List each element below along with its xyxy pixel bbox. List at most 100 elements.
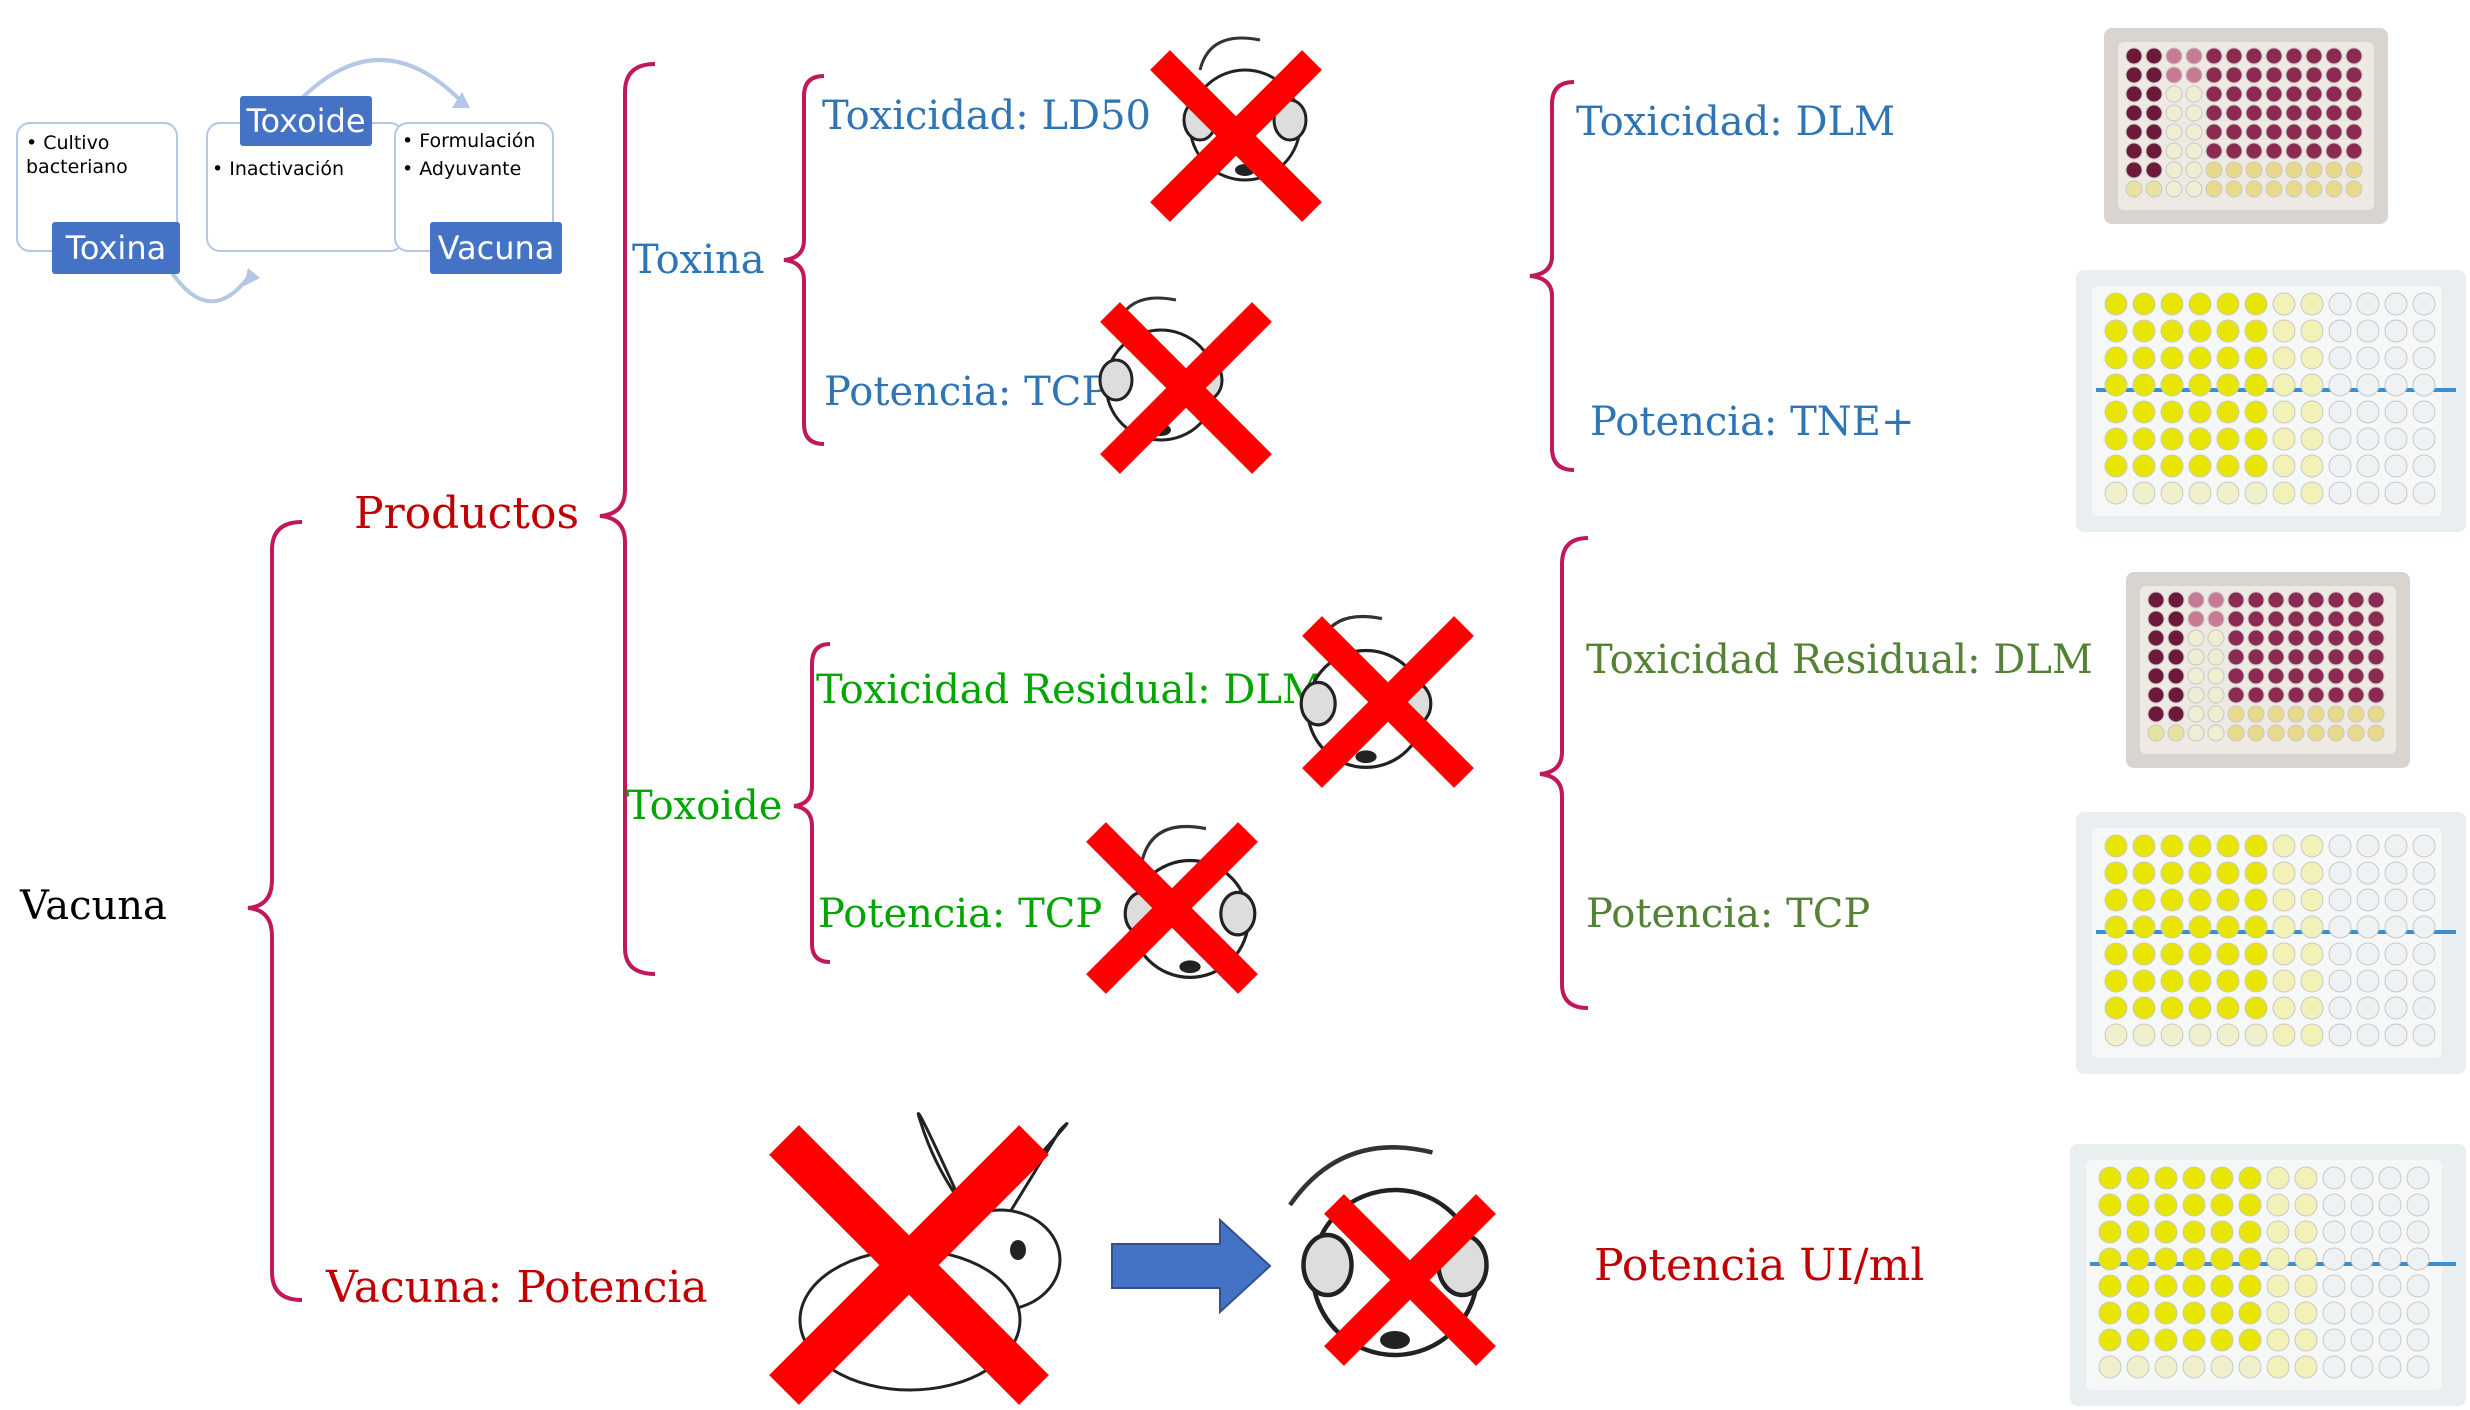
plate-well [2187,724,2205,742]
plate-well [2167,667,2185,685]
plate-well [2182,1247,2206,1271]
plate-well [2244,969,2268,993]
plate-well [2350,1301,2374,1325]
plate-well [2325,142,2343,160]
plate-well [2300,942,2324,966]
plate-well [2322,1301,2346,1325]
plate-well [2244,346,2268,370]
plate-well [2132,319,2156,343]
plate-well [2207,610,2225,628]
plate-well [2147,705,2165,723]
plate-well [2125,47,2143,65]
plate-well [2187,610,2205,628]
plate-well [2384,292,2408,316]
plate-well [2182,1193,2206,1217]
plate-well [2210,1301,2234,1325]
plate-well [2132,292,2156,316]
plate-well [2182,1355,2206,1379]
plate-well [2188,346,2212,370]
plate-well [2185,47,2203,65]
plate-well [2384,427,2408,451]
plate-well [2406,1220,2430,1244]
plate-well [2384,481,2408,505]
plate-well [2245,104,2263,122]
plate-well [2406,1274,2430,1298]
plate-well [2154,1355,2178,1379]
plate-well [2272,319,2296,343]
plate-well [2322,1274,2346,1298]
plate-well [2305,123,2323,141]
plate-well [2267,648,2285,666]
plate-well [2160,292,2184,316]
plate-well [2412,888,2436,912]
plate-well [2238,1328,2262,1352]
plate-well [2285,180,2303,198]
plate-well [2147,686,2165,704]
plate-well [2132,942,2156,966]
plate-well [2216,834,2240,858]
plate-well [2227,686,2245,704]
plate-well [2188,454,2212,478]
toxoide-step-bullet-1: • Inactivación [212,158,344,180]
plate-well [2104,969,2128,993]
plate-well [2272,834,2296,858]
plate-well [2145,123,2163,141]
plate-well [2325,104,2343,122]
plate-well [2216,292,2240,316]
plate-well [2167,629,2185,647]
right-arrow-icon [1111,1217,1272,1315]
plate-well [2384,454,2408,478]
plate-well [2126,1301,2150,1325]
plate-well [2272,292,2296,316]
plate-well [2300,400,2324,424]
plate-well [2227,705,2245,723]
plate-well [2307,705,2325,723]
elisa-plate-image [2104,28,2388,224]
plate-well [2205,123,2223,141]
vacuna-alt-potencia: Potencia UI/ml [1594,1240,1925,1291]
plate-well [2325,85,2343,103]
plate-well [2104,292,2128,316]
plate-well [2328,915,2352,939]
plate-well [2367,724,2385,742]
plate-well [2356,861,2380,885]
root-label: Vacuna [20,883,167,929]
plate-well [2125,104,2143,122]
plate-well [2267,629,2285,647]
plate-well [2345,47,2363,65]
plate-well [2285,161,2303,179]
plate-well [2265,47,2283,65]
toxoide-step-title: Toxoide [240,96,372,146]
plate-well [2244,454,2268,478]
root-bracket [247,520,303,1302]
plate-well [2378,1247,2402,1271]
plate-well [2165,142,2183,160]
plate-well [2347,667,2365,685]
plate-well [2272,346,2296,370]
plate-well [2238,1220,2262,1244]
plate-well [2384,346,2408,370]
plate-well [2285,85,2303,103]
plate-well [2098,1220,2122,1244]
plate-well [2187,591,2205,609]
plate-well [2205,66,2223,84]
plate-well [2300,319,2324,343]
plate-well [2244,1023,2268,1047]
plate-well [2412,373,2436,397]
plate-well [2188,888,2212,912]
vacuna-step-bullet-1: • Formulación [402,130,536,152]
plate-well [2125,180,2143,198]
plate-well [2244,427,2268,451]
plate-well [2350,1193,2374,1217]
plate-well [2185,161,2203,179]
red-cross-icon [1086,822,1258,994]
plate-well [2126,1193,2150,1217]
plate-well [2188,969,2212,993]
toxina-bracket [783,74,825,446]
plate-well [2272,996,2296,1020]
plate-well [2356,1023,2380,1047]
vacuna-step-bullet-2: • Adyuvante [402,158,522,180]
toxoide-alt-bracket [1539,536,1589,1010]
plate-well [2265,142,2283,160]
